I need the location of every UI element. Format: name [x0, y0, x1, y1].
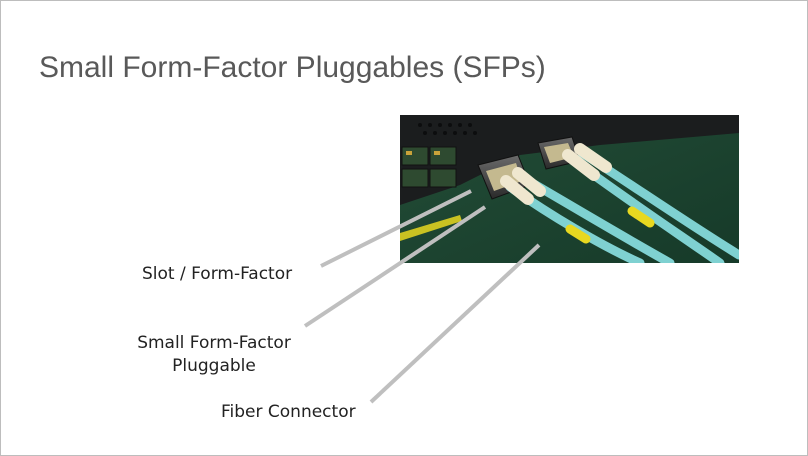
- fiber-leader-line: [369, 243, 541, 404]
- rj45-port: [401, 146, 429, 166]
- sfp-label-line1: Small Form-Factor: [137, 333, 291, 353]
- sfp-label: Small Form-Factor Pluggable: [129, 332, 299, 378]
- rj45-port: [401, 168, 429, 188]
- rj45-port: [429, 146, 457, 166]
- fiber-cable-2: [562, 143, 739, 263]
- slot-label: Slot / Form-Factor: [142, 264, 293, 284]
- sfp-photo: [400, 115, 739, 263]
- switch-chassis: [400, 115, 739, 205]
- fiber-label: Fiber Connector: [221, 402, 356, 422]
- rj45-port: [429, 168, 457, 188]
- fiber-cable-1: [500, 167, 675, 263]
- slide-title: Small Form-Factor Pluggables (SFPs): [39, 51, 546, 84]
- vent-holes: [418, 123, 477, 135]
- sfp-label-line2: Pluggable: [172, 356, 256, 376]
